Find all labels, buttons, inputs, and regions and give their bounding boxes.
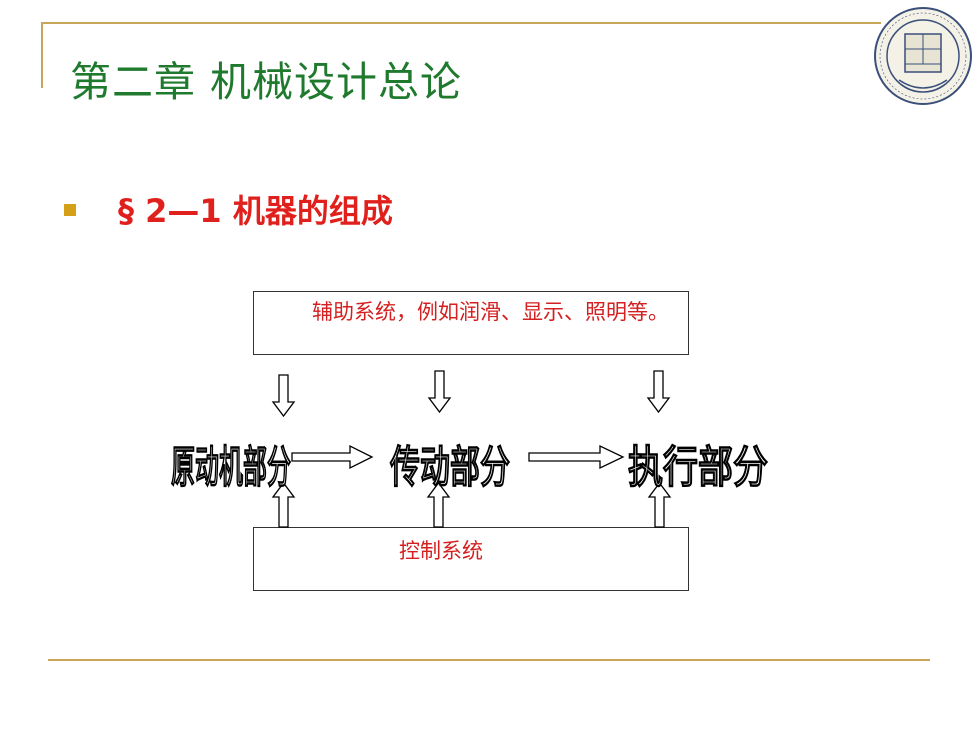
down-arrow-execution: [646, 370, 671, 414]
up-arrow-prime: [271, 481, 296, 528]
part-transmission: 传动部分: [389, 442, 510, 493]
right-arrow-2: [528, 444, 625, 470]
frame-horizontal-rule: [41, 22, 881, 24]
up-arrow-transmission: [426, 481, 451, 528]
bullet-square: [64, 204, 76, 216]
control-system-label: 控制系统: [399, 539, 483, 563]
university-seal-icon: [871, 4, 976, 109]
frame-vertical-rule: [41, 22, 43, 88]
control-system-box: 控制系统: [253, 527, 689, 591]
down-arrow-prime: [271, 374, 296, 418]
right-arrow-1: [291, 444, 374, 470]
part-prime-mover: 原动机部分: [171, 442, 291, 493]
down-arrow-transmission: [427, 370, 452, 414]
footer-rule: [48, 659, 930, 661]
section-heading: § 2—1 机器的组成: [118, 192, 393, 230]
auxiliary-system-label: 辅助系统，例如润滑、显示、照明等。: [312, 300, 669, 324]
page-title: 第二章 机械设计总论: [70, 58, 463, 106]
part-execution: 执行部分: [628, 442, 768, 493]
up-arrow-execution: [647, 481, 672, 528]
auxiliary-system-box: 辅助系统，例如润滑、显示、照明等。: [253, 291, 689, 355]
